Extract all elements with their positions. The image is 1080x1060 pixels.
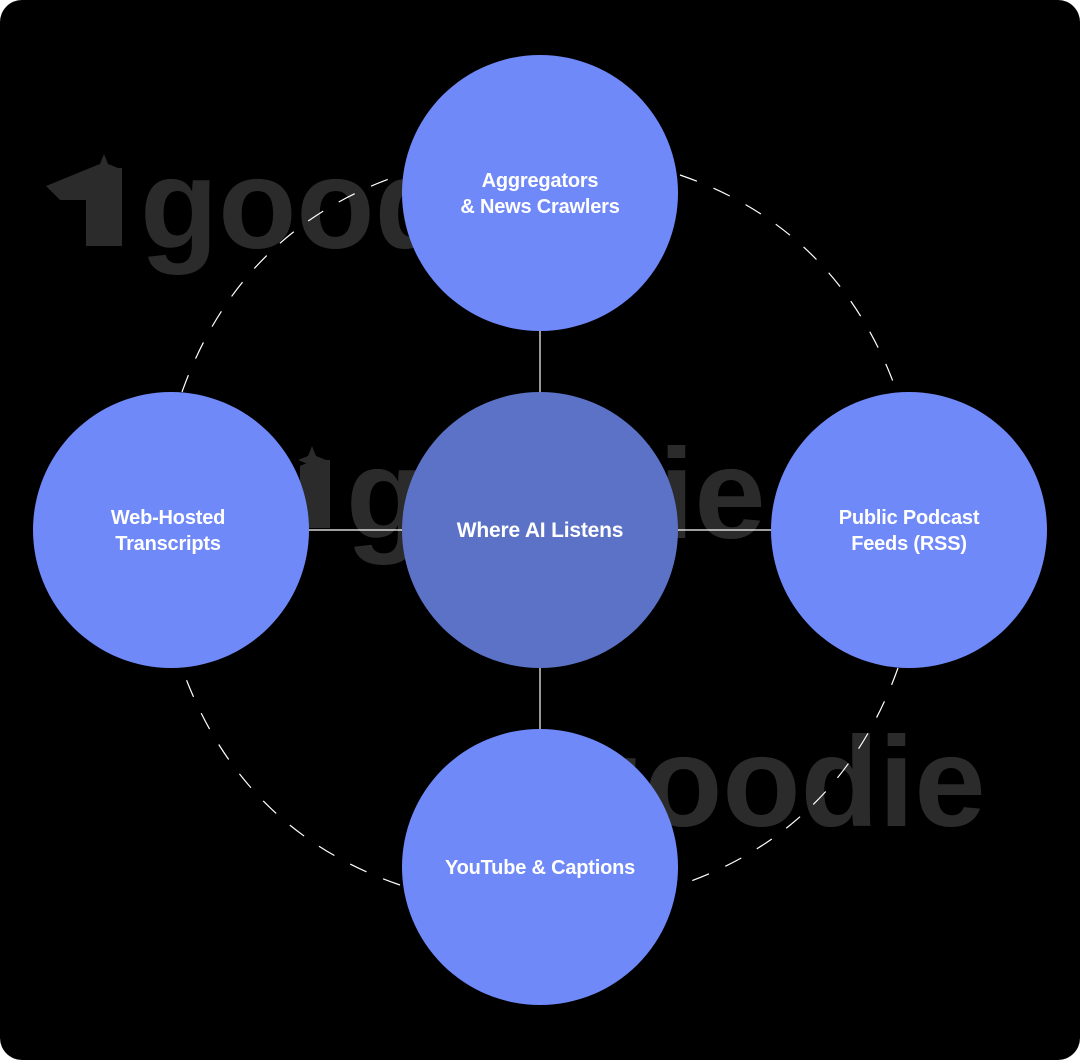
- goodie-logo-icon: [46, 154, 122, 246]
- dashed-arc-right-bottom: [679, 667, 899, 886]
- spoke-connectors: [308, 330, 772, 730]
- center-node-label: Where AI Listens: [456, 518, 624, 544]
- node-right-label: Public Podcast Feeds (RSS): [839, 505, 980, 557]
- node-bottom-circle: [402, 729, 678, 1005]
- node-top-label-line-2: & News Crawlers: [460, 196, 620, 218]
- node-bottom-label-line-1: YouTube & Captions: [444, 857, 636, 879]
- node-left-label-line-1: Web-Hosted: [110, 507, 226, 529]
- dashed-arc-bottom-left: [181, 667, 401, 886]
- node-top-label: Aggregators & News Crawlers: [460, 168, 619, 220]
- dashed-arc-top-right: [679, 174, 899, 396]
- node-left-label-line-2: Transcripts: [115, 533, 221, 555]
- center-node-circle: [402, 392, 678, 668]
- outer-dashed-connectors: [181, 174, 899, 886]
- dashed-arc-left-top: [181, 174, 401, 393]
- node-right-circle: [771, 392, 1047, 668]
- node-top-circle: [402, 55, 678, 331]
- node-right-label-line-1: Public Podcast: [838, 507, 980, 529]
- node-top-label-line-1: Aggregators: [481, 170, 599, 192]
- node-left-circle: [33, 392, 309, 668]
- node-right-label-line-2: Feeds (RSS): [851, 533, 967, 555]
- center-node-label-text: Where AI Listens: [456, 519, 624, 542]
- node-left-label: Web-Hosted Transcripts: [110, 505, 226, 557]
- node-bottom-label: YouTube & Captions: [445, 855, 635, 881]
